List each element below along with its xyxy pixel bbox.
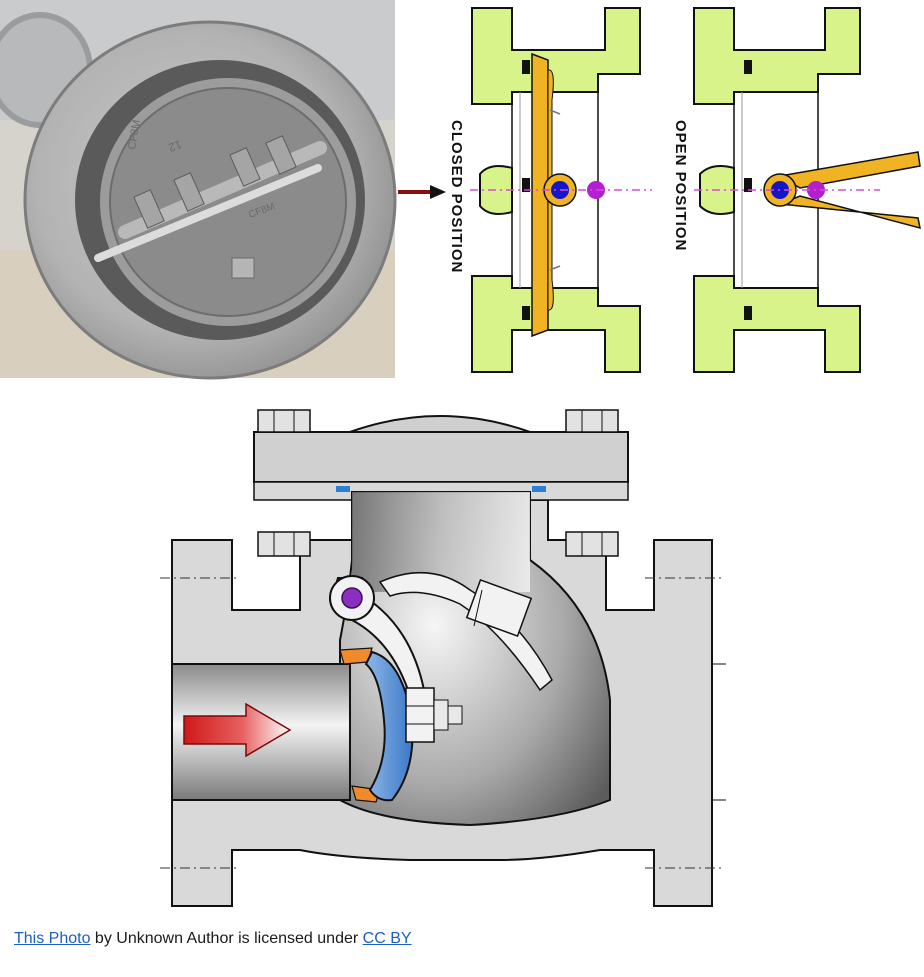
disc-nut (405, 687, 435, 743)
valve-photo: 12 CF8M CF8M (0, 0, 397, 380)
flow-direction-arrow (183, 702, 292, 758)
closed-position-label: CLOSED POSITION (448, 120, 465, 273)
photo-link[interactable]: This Photo (14, 930, 91, 947)
attribution-caption: This Photo by Unknown Author is licensed… (14, 930, 412, 948)
closed-position-diagram: CLOSED POSITION (448, 7, 652, 373)
bonnet-bolt-right (565, 409, 619, 557)
swing-check-valve-section (160, 409, 726, 907)
license-link[interactable]: CC BY (362, 930, 412, 947)
attribution-text: by Unknown Author is licensed under (90, 930, 363, 947)
bonnet-bolt-left (257, 409, 311, 557)
open-position-label: OPEN POSITION (672, 120, 689, 251)
photo-to-diagram-arrow (398, 185, 446, 199)
open-position-diagram: OPEN POSITION (672, 7, 921, 373)
photo-marking-top: 12 (166, 137, 184, 155)
photo-marking-casting: CF8M (126, 119, 143, 151)
